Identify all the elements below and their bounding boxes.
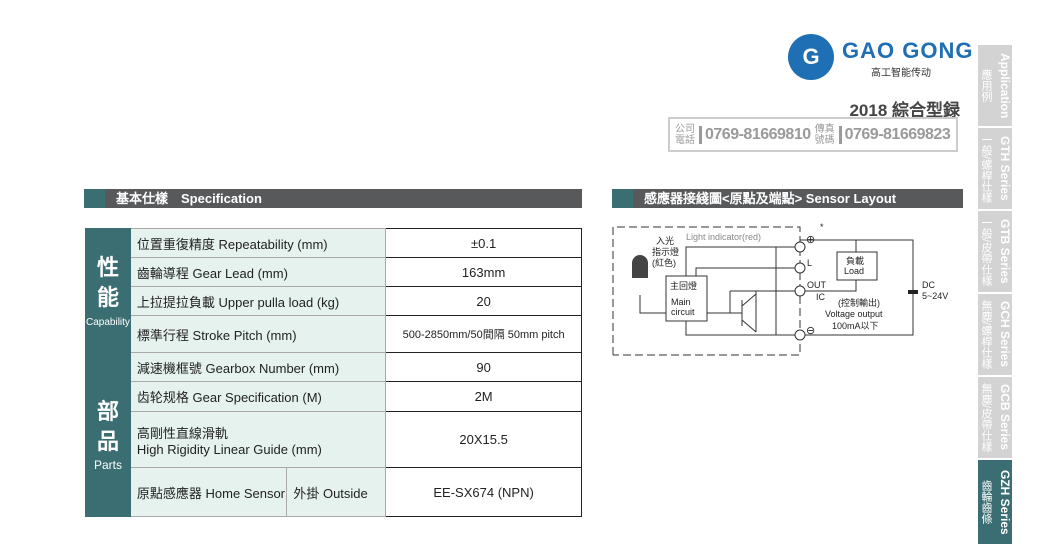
load-zh: 負載 (846, 255, 864, 266)
control-output-label: (控制輸出) (838, 297, 880, 308)
current-label: 100mA以下 (832, 321, 879, 331)
tab-gch[interactable]: GCH Series 無塵/螺桿仕樣 (978, 294, 1012, 377)
row-value: 20X15.5 (385, 411, 582, 468)
series-tabs: Application 應用例 GTH Series 一般/螺桿仕樣 GTB Ser… (978, 45, 1043, 546)
logo-subtitle: 高工智能传动 (871, 68, 931, 79)
gao-gong-logo: G GAO GONG 高工智能传动 (788, 34, 972, 84)
row-sublabel: 外掛 Outside (286, 467, 387, 517)
catalog-title: 2018 綜合型録 (849, 101, 960, 120)
row-label-en: High Rigidity Linear Guide (mm) (136, 441, 322, 457)
load-en: Load (844, 266, 864, 276)
tab-gth[interactable]: GTH Series 一般/螺桿仕樣 (978, 128, 1012, 211)
l-terminal: L (807, 258, 812, 268)
row-label: 齿轮规格 Gear Specification (M) (129, 381, 387, 412)
spec-section-header: 基本仕樣 Specification (84, 189, 582, 208)
row-value: 500-2850mm/50間隔 50mm pitch (385, 315, 582, 353)
indicator-label: 指示燈 (652, 246, 679, 257)
dc-voltage-label: 5~24V (922, 291, 948, 301)
tab-en: GTH Series (998, 136, 1012, 201)
table-row: 齒輪導程 Gear Lead (mm)163mm (86, 257, 582, 287)
phone-label: 公司電話 (675, 123, 695, 146)
tab-zh: 無塵/皮帶仕樣 (980, 382, 992, 453)
table-row: 標準行程 Stroke Pitch (mm)500-2850mm/50間隔 50… (86, 315, 582, 353)
ic-label: IC (816, 292, 826, 302)
row-label: 減速機框號 Gearbox Number (mm) (129, 352, 387, 382)
group-char: 能 (96, 285, 119, 310)
sensor-section-header: 感應器接綫圖<原點及端點> Sensor Layout (612, 189, 963, 208)
row-value: EE-SX674 (NPN) (385, 467, 582, 517)
row-value: 2M (385, 381, 582, 412)
table-row: 上拉提拉負載 Upper pulla load (kg)20 (86, 286, 582, 316)
table-row: 性 能 Capability 位置重復精度 Repeatability (mm)… (85, 228, 582, 353)
sensor-outline (612, 226, 801, 356)
led-icon (632, 255, 648, 278)
fax-number: 0769-81669823 (838, 125, 951, 144)
logo-text: GAO GONG (842, 38, 974, 63)
tab-gcb[interactable]: GCB Series 無塵/皮帶仕樣 (978, 377, 1012, 460)
group-en: Capability (86, 317, 130, 328)
main-circuit-en: Main (671, 297, 691, 307)
tab-en: GTB Series (998, 219, 1012, 284)
in-light-label: 入光 (656, 235, 674, 246)
contact-box: 公司電話 0769-81669810 傳真號碼 0769-81669823 (668, 117, 958, 152)
group-char: 品 (96, 429, 119, 454)
row-label: 齒輪導程 Gear Lead (mm) (129, 257, 387, 287)
voltage-output-label: Voltage output (825, 309, 883, 319)
tab-zh: 應用例 (980, 69, 992, 102)
red-label: (紅色) (652, 257, 676, 268)
light-indicator-label: Light indicator(red) (686, 232, 761, 242)
tab-en: GZH Series (998, 469, 1012, 535)
main-circuit-zh: 主回燈 (670, 280, 697, 291)
dc-label: DC (922, 280, 935, 290)
gear-logo-icon: G (788, 34, 834, 80)
tab-zh: 一般/皮帶仕樣 (980, 216, 992, 287)
group-en: Parts (93, 458, 122, 472)
group-capability: 性 能 Capability (85, 228, 131, 353)
group-char: 部 (96, 399, 119, 424)
row-label-zh: 高剛性直線滑軌 (136, 425, 228, 441)
tab-en: GCH Series (998, 301, 1012, 368)
row-label: 位置重復精度 Repeatability (mm) (129, 228, 387, 258)
row-value: 90 (385, 352, 582, 382)
row-value: ±0.1 (385, 228, 582, 258)
plus-terminal: ⊕ (806, 234, 815, 246)
star-note: * (820, 222, 824, 232)
group-char: 性 (96, 255, 119, 280)
tab-en: Application (998, 52, 1012, 119)
table-row: 部 品 Parts 減速機框號 Gearbox Number (mm) 90 (85, 352, 582, 517)
row-value: 20 (385, 286, 582, 316)
load-box (836, 251, 878, 281)
sensor-circuit-diagram: Light indicator(red) 入光 指示燈 (紅色) 主回燈 Mai… (612, 222, 948, 356)
minus-terminal: ⊖ (806, 325, 815, 337)
row-label: 標準行程 Stroke Pitch (mm) (129, 315, 387, 353)
tab-zh: 齒輪齒條 (980, 480, 992, 524)
tab-application[interactable]: Application 應用例 (978, 45, 1012, 128)
fax-label: 傳真號碼 (814, 123, 835, 146)
tab-gzh[interactable]: GZH Series 齒輪齒條 (978, 460, 1012, 546)
out-label: OUT (807, 280, 827, 290)
phone-number: 0769-81669810 (699, 125, 811, 144)
main-circuit-en2: circuit (671, 307, 695, 317)
row-value: 163mm (385, 257, 582, 287)
dc-source-icon (908, 290, 918, 294)
row-label: 上拉提拉負載 Upper pulla load (kg) (129, 286, 387, 316)
row-label: 原點感應器 Home Sensor (129, 467, 288, 517)
tab-en: GCB Series (998, 384, 1012, 451)
tab-zh: 無塵/螺桿仕樣 (980, 299, 992, 370)
group-parts: 部 品 Parts (85, 352, 131, 517)
table-row: 齿轮规格 Gear Specification (M)2M (86, 381, 582, 412)
spec-table: 性 能 Capability 位置重復精度 Repeatability (mm)… (85, 228, 582, 517)
tab-zh: 一般/螺桿仕樣 (980, 133, 992, 204)
tab-gtb[interactable]: GTB Series 一般/皮帶仕樣 (978, 211, 1012, 294)
